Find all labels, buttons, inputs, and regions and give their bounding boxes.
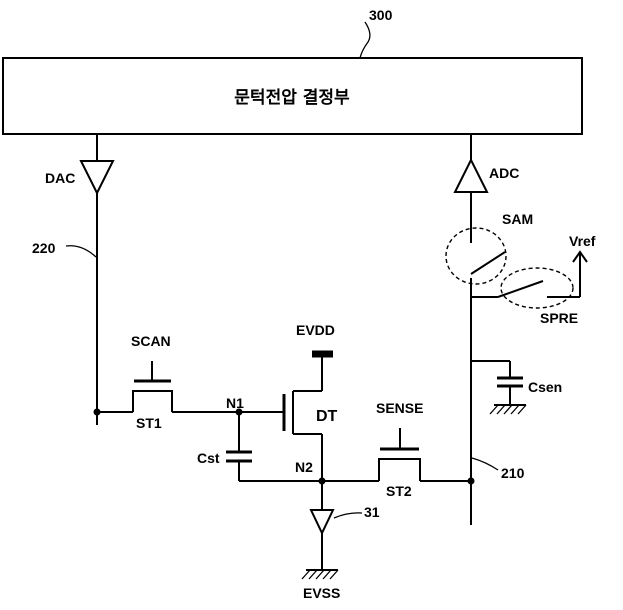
n2-label: N2 xyxy=(295,459,313,475)
adc-label: ADC xyxy=(489,165,519,181)
sense-label: SENSE xyxy=(376,400,423,416)
vref-label: Vref xyxy=(569,233,596,249)
oled-31 xyxy=(311,510,333,533)
evdd-label: EVDD xyxy=(296,322,335,338)
scan-label: SCAN xyxy=(131,333,171,349)
threshold-block-title: 문턱전압 결정부 xyxy=(234,87,350,108)
dt-label: DT xyxy=(316,408,338,425)
ref-31-label: 31 xyxy=(364,504,380,520)
st1-label: ST1 xyxy=(136,415,162,431)
spre-switch-blade xyxy=(498,281,543,297)
ref-31-leader xyxy=(334,513,362,518)
block-ref-leader xyxy=(360,22,370,58)
sam-switch-blade xyxy=(471,252,505,274)
block-ref-label: 300 xyxy=(369,7,393,23)
csen-label: Csen xyxy=(528,379,562,395)
junction-dac xyxy=(94,409,101,416)
junction-n2 xyxy=(319,478,326,485)
spre-label: SPRE xyxy=(540,310,578,326)
dac-buffer xyxy=(81,161,113,193)
line-220-leader xyxy=(66,246,96,257)
sam-label: SAM xyxy=(502,211,533,227)
st1-body xyxy=(133,391,172,412)
st2-label: ST2 xyxy=(386,483,412,499)
cst-label: Cst xyxy=(197,450,220,466)
evss-ground-icon xyxy=(302,570,338,579)
csen-ground-icon xyxy=(490,405,526,414)
st2-body xyxy=(379,459,420,481)
junction-sensing xyxy=(468,478,475,485)
line-210-leader xyxy=(472,458,498,470)
spre-highlight xyxy=(501,268,573,308)
line-210-label: 210 xyxy=(501,465,525,481)
n1-label: N1 xyxy=(226,395,244,411)
adc-buffer xyxy=(455,160,487,192)
line-220-label: 220 xyxy=(32,240,56,256)
dac-label: DAC xyxy=(45,170,75,186)
evss-label: EVSS xyxy=(303,585,340,601)
